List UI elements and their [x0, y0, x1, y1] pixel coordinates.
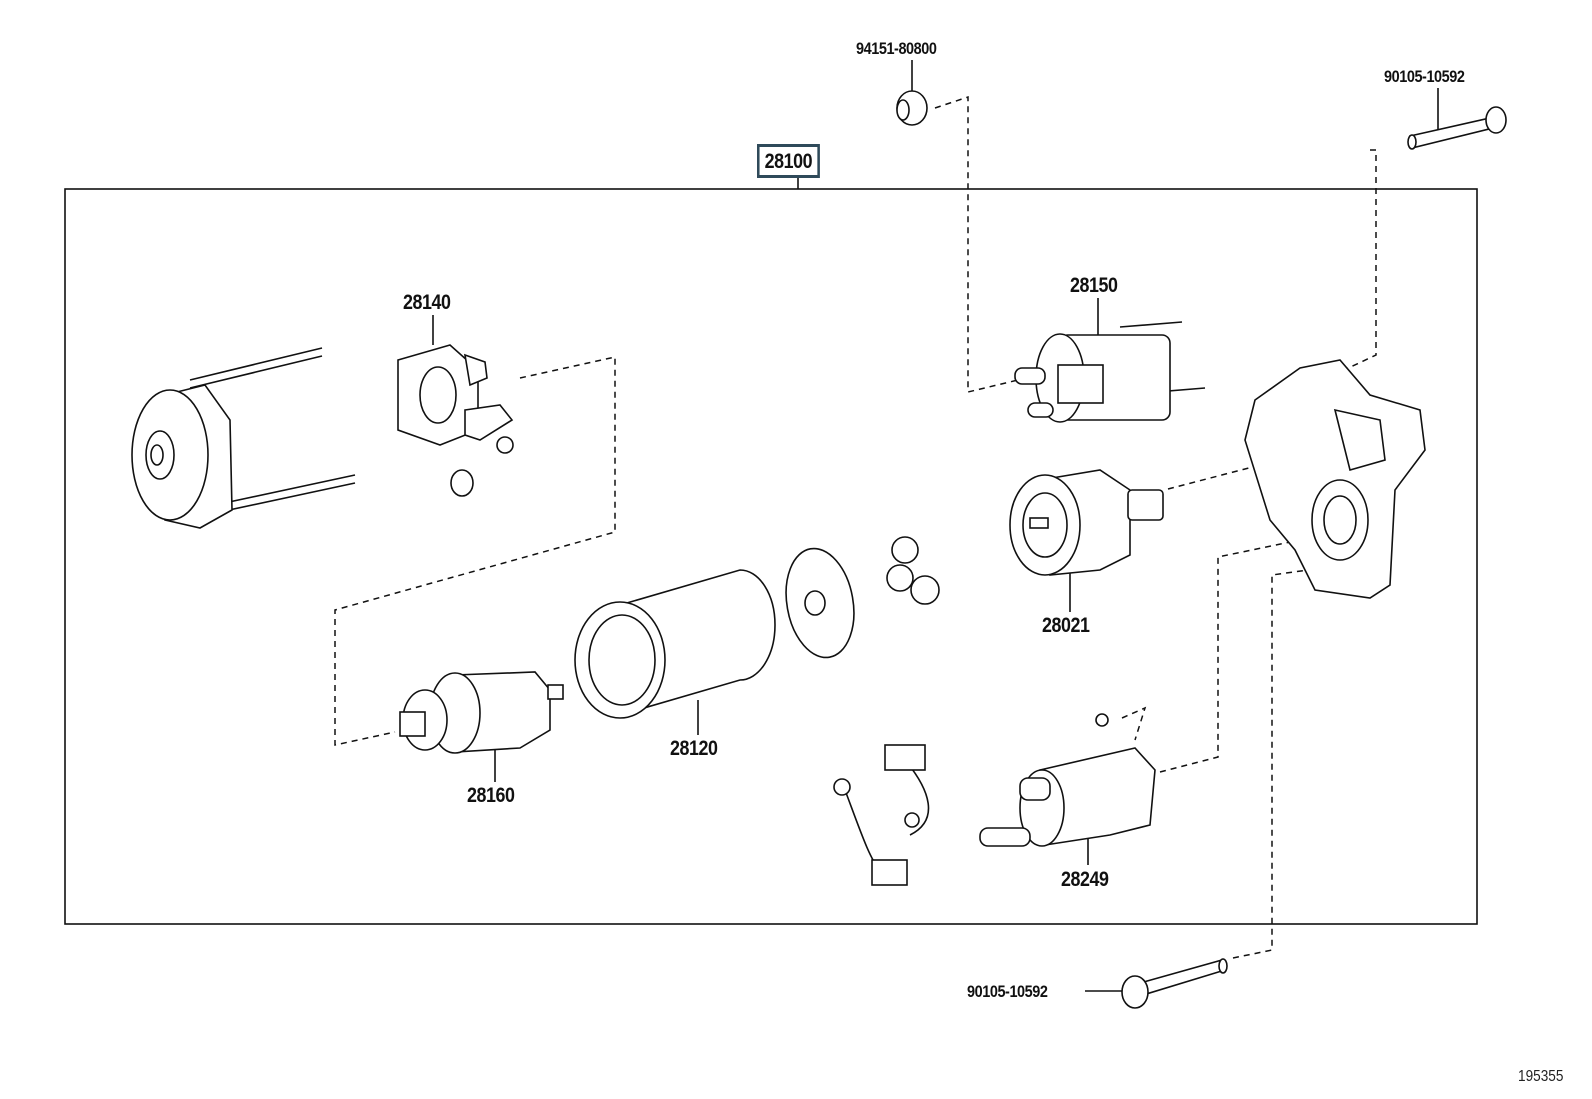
illustration-reference-number: 195355 — [1518, 1068, 1564, 1085]
assembly-frame — [64, 188, 1478, 925]
part-label-28160[interactable]: 28160 — [467, 784, 515, 807]
bolt-icon — [1121, 958, 1228, 1009]
lever-assembly-icon — [979, 713, 1156, 847]
planetary-gears-icon — [886, 536, 940, 605]
part-label-28150[interactable]: 28150 — [1070, 274, 1118, 297]
nut-icon — [896, 90, 928, 126]
part-label-90105-10592-bottom[interactable]: 90105-10592 — [967, 982, 1048, 1001]
part-label-28120[interactable]: 28120 — [670, 737, 718, 760]
part-label-28021[interactable]: 28021 — [1042, 614, 1090, 637]
plate-icon — [785, 547, 855, 659]
armature-icon — [399, 671, 564, 754]
lead-wire-icon — [833, 744, 930, 886]
part-label-28140[interactable]: 28140 — [403, 291, 451, 314]
assembly-label-28100[interactable]: 28100 — [757, 144, 820, 178]
front-housing-icon — [1244, 359, 1426, 599]
clutch-icon — [1009, 469, 1164, 576]
bolt-icon — [1407, 106, 1507, 150]
part-label-28249[interactable]: 28249 — [1061, 868, 1109, 891]
brush-holder-icon — [397, 344, 514, 497]
yoke-icon — [574, 569, 776, 719]
end-cover-icon — [131, 347, 356, 529]
part-label-90105-10592-top[interactable]: 90105-10592 — [1384, 67, 1465, 86]
part-label-94151-80800[interactable]: 94151-80800 — [856, 39, 937, 58]
solenoid-icon — [1014, 321, 1206, 423]
